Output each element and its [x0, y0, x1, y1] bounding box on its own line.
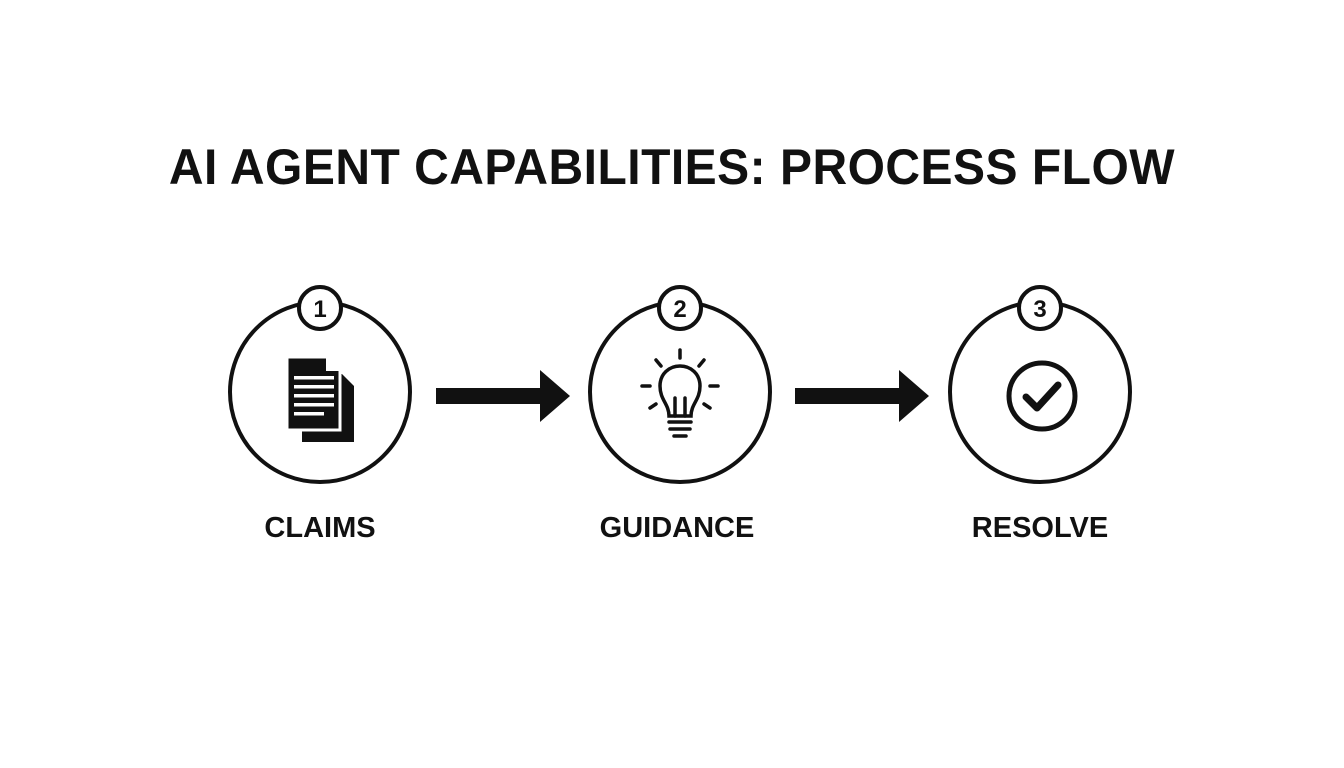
step-1-number: 1 — [313, 296, 326, 323]
flow-arrow-1 — [436, 370, 570, 422]
step-3-node: 3 — [948, 285, 1132, 484]
documents-icon — [285, 355, 354, 442]
checkmark-circle-icon — [1006, 360, 1078, 432]
step-1-label: CLAIMS — [264, 512, 376, 544]
step-3-number: 3 — [1033, 296, 1046, 323]
step-3-badge: 3 — [1017, 285, 1063, 331]
step-1-node: 1 — [228, 285, 412, 484]
flow-arrow-2 — [795, 370, 929, 422]
lightbulb-icon — [640, 348, 720, 438]
page-title: AI AGENT CAPABILITIES: PROCESS FLOW — [168, 139, 1176, 195]
step-3-label: RESOLVE — [971, 512, 1109, 544]
step-2-badge: 2 — [657, 285, 703, 331]
step-2-node: 2 — [588, 285, 772, 484]
step-2-label: GUIDANCE — [599, 512, 755, 544]
step-1-badge: 1 — [297, 285, 343, 331]
step-2-number: 2 — [673, 296, 686, 323]
